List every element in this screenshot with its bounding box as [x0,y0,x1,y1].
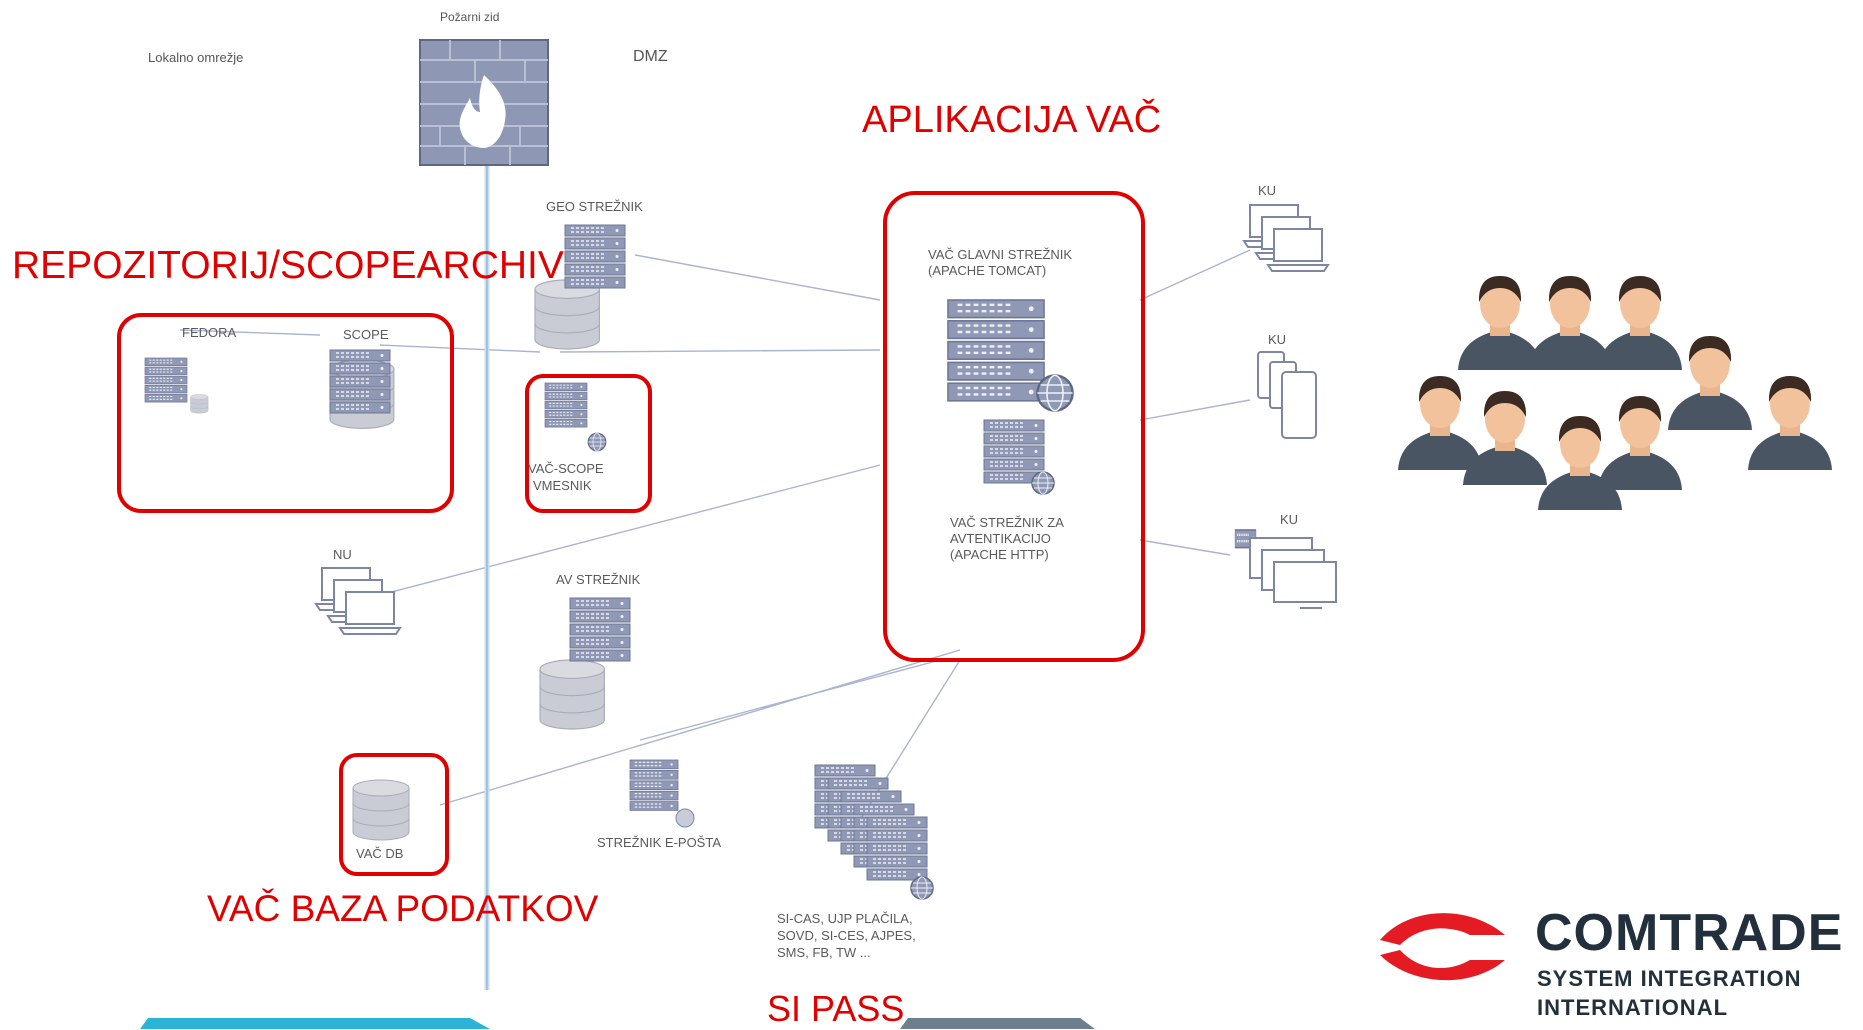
bottom-arrows [140,1018,1095,1029]
logo-name: COMTRADE [1535,904,1844,962]
auth-server-icon [984,420,1055,495]
sipass-annotation: SI PASS [767,988,905,1029]
vac-db-label: VAČ DB [356,846,404,861]
vac-scope-label-2: VMESNIK [533,478,592,493]
main-server-icon [948,300,1074,412]
vac-scope-label-1: VAČ-SCOPE [528,461,604,476]
nu-label: NU [333,547,352,562]
ku-laptops-icon [1243,204,1329,272]
external-label-2: SOVD, SI-CES, AJPES, [777,928,916,943]
ku-desktops-icon [1233,528,1337,609]
geo-server-label: GEO STREŽNIK [546,199,643,214]
dmz-label: DMZ [633,48,668,65]
main-server-label-2: (APACHE TOMCAT) [928,263,1047,278]
ku-label-3: KU [1280,512,1299,527]
nu-laptops-icon [315,567,401,635]
lan-label: Lokalno omrežje [148,50,244,65]
logo-line1: SYSTEM INTEGRATION [1537,966,1802,991]
connection-lines [179,249,1251,821]
vac-scope-highlight [525,374,652,513]
highlight-boxes [117,191,1145,876]
firewall-icon [419,39,549,166]
firewall-label: Požarni zid [440,10,500,24]
application-highlight [883,191,1145,662]
external-label-1: SI-CAS, UJP PLAČILA, [777,911,913,926]
db-annotation: VAČ BAZA PODATKOV [207,888,599,929]
vac-db-icon [352,779,410,841]
comtrade-logo-mark [1380,913,1505,981]
auth-server-label-3: (APACHE HTTP) [950,547,1049,562]
av-server-label: AV STREŽNIK [556,572,641,587]
app-annotation: APLIKACIJA VAČ [862,99,1162,141]
logo-line2: INTERNATIONAL [1537,995,1729,1020]
auth-server-label-2: AVTENTIKACIJO [950,531,1051,546]
ku-label-2: KU [1268,332,1287,347]
external-services-icon [815,765,934,900]
db-highlight [339,753,449,876]
email-server-label: STREŽNIK E-POŠTA [597,835,721,850]
main-server-label-1: VAČ GLAVNI STREŽNIK [928,247,1072,262]
users-group-icon [1398,276,1832,510]
ku-mobile-icon [1257,351,1317,439]
fedora-label: FEDORA [182,325,237,340]
scope-server-icon [329,350,395,429]
fedora-server-icon [145,358,209,414]
repository-highlight [117,313,454,513]
auth-server-label-1: VAČ STREŽNIK ZA [950,515,1064,530]
av-server-icon [539,598,630,730]
vac-scope-mediator-icon [545,383,607,452]
email-server-icon [630,760,695,828]
external-label-3: SMS, FB, TW ... [777,945,871,960]
ku-label-1: KU [1258,183,1277,198]
scope-label: SCOPE [343,327,389,342]
repository-annotation: REPOZITORIJ/SCOPEARCHIV [12,244,564,287]
